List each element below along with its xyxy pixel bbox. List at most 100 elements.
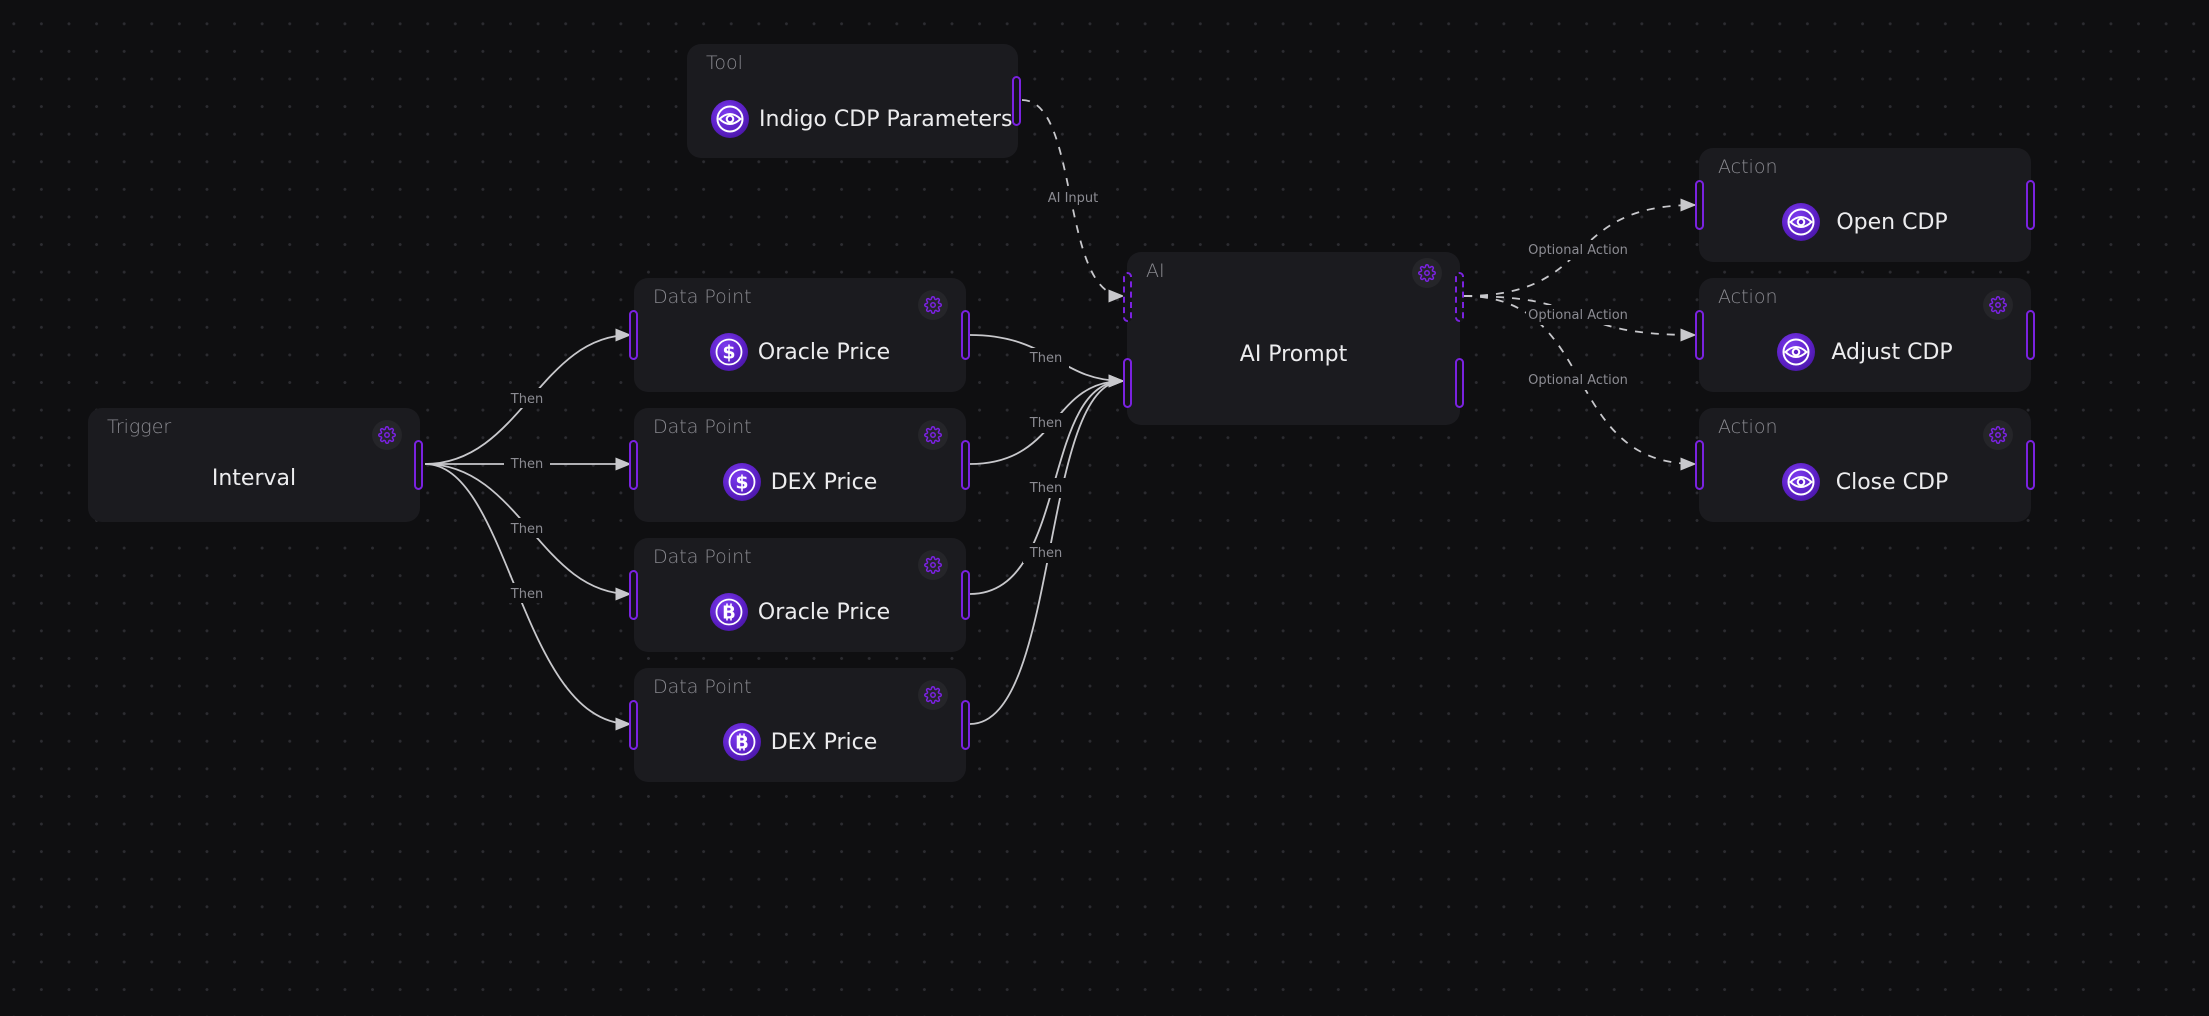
node-label: Oracle Price: [757, 599, 891, 625]
node-type-label: Tool: [706, 52, 743, 74]
output-handle[interactable]: [2026, 180, 2035, 230]
edge-dp3-ai[interactable]: [969, 374, 1125, 595]
edge-ai-action1[interactable]: [1463, 198, 1697, 297]
edge-label-then: Then: [510, 392, 543, 407]
gear-icon: [924, 556, 942, 574]
output-handle[interactable]: [961, 440, 970, 490]
node-type-label: Action: [1718, 286, 1778, 308]
tool-input-handle[interactable]: [1123, 272, 1132, 322]
edge-trigger-dp4[interactable]: [424, 463, 632, 731]
gear-icon: [378, 426, 396, 444]
output-handle[interactable]: [961, 310, 970, 360]
node-type-label: Action: [1718, 416, 1778, 438]
settings-button[interactable]: [918, 680, 948, 710]
ai-node[interactable]: AI AI Prompt: [1123, 252, 1464, 425]
edge-dp4-ai[interactable]: [969, 374, 1125, 725]
node-body: B DEX Price: [634, 723, 966, 761]
data-point-node[interactable]: Data Point B Oracle Price: [629, 538, 970, 652]
trigger-node[interactable]: Trigger Interval: [88, 408, 423, 522]
indigo-eye-icon: [1782, 203, 1821, 241]
node-body: Interval: [88, 466, 420, 491]
edge-trigger-dp1[interactable]: [424, 328, 632, 465]
node-label: Open CDP: [1836, 209, 1948, 235]
input-handle[interactable]: [1123, 358, 1132, 408]
svg-text:$: $: [722, 342, 735, 364]
settings-button[interactable]: [1983, 290, 2013, 320]
edge-label-optional-action: Optional Action: [1528, 243, 1628, 258]
node-type-label: Data Point: [653, 676, 752, 698]
gear-icon: [924, 296, 942, 314]
settings-button[interactable]: [1412, 258, 1442, 288]
edge-label-then: Then: [510, 457, 543, 472]
node-body: $ Oracle Price: [634, 333, 966, 371]
dollar-icon: $: [722, 463, 761, 501]
edge-label-then: Then: [510, 522, 543, 537]
edge-trigger-dp3[interactable]: [424, 463, 632, 601]
input-handle[interactable]: [629, 570, 638, 620]
input-handle[interactable]: [1695, 310, 1704, 360]
settings-button[interactable]: [918, 420, 948, 450]
output-handle[interactable]: [961, 570, 970, 620]
settings-button[interactable]: [1983, 420, 2013, 450]
action-node[interactable]: Action Adjust CDP: [1695, 278, 2035, 392]
edge-ai-action3[interactable]: [1463, 295, 1697, 471]
svg-text:$: $: [735, 472, 748, 494]
edge-label-then: Then: [510, 587, 543, 602]
input-handle[interactable]: [629, 700, 638, 750]
input-handle[interactable]: [1695, 440, 1704, 490]
gear-icon: [1989, 426, 2007, 444]
node-type-label: Data Point: [653, 416, 752, 438]
edge-tool-ai[interactable]: [1021, 99, 1125, 303]
node-body: $ DEX Price: [634, 463, 966, 501]
input-handle[interactable]: [629, 440, 638, 490]
output-handle[interactable]: [2026, 310, 2035, 360]
node-label: Adjust CDP: [1831, 339, 1953, 365]
data-point-node[interactable]: Data Point $ DEX Price: [629, 408, 970, 522]
svg-text:B: B: [735, 733, 749, 754]
node-label: Oracle Price: [757, 339, 891, 365]
edge-label-then: Then: [1029, 481, 1062, 496]
node-type-label: Trigger: [107, 416, 172, 438]
gear-icon: [1989, 296, 2007, 314]
settings-button[interactable]: [918, 290, 948, 320]
node-type-label: AI: [1146, 260, 1165, 282]
edge-label-then: Then: [1029, 351, 1062, 366]
node-body: Close CDP: [1699, 463, 2031, 501]
edge-dp2-ai[interactable]: [969, 374, 1125, 465]
node-type-label: Data Point: [653, 286, 752, 308]
tool-node[interactable]: Tool Indigo CDP Parameters: [687, 44, 1021, 158]
gear-icon: [924, 426, 942, 444]
action-node[interactable]: Action Close CDP: [1695, 408, 2035, 522]
node-body: Adjust CDP: [1699, 333, 2031, 371]
bitcoin-icon: B: [722, 723, 761, 761]
node-label: DEX Price: [770, 729, 878, 755]
output-handle[interactable]: [2026, 440, 2035, 490]
bitcoin-icon: B: [709, 593, 748, 631]
settings-button[interactable]: [918, 550, 948, 580]
edge-label-ai-input: AI Input: [1048, 191, 1099, 206]
input-handle[interactable]: [1695, 180, 1704, 230]
node-label: Close CDP: [1835, 469, 1949, 495]
indigo-eye-icon: [711, 100, 749, 138]
optional-action-output-handle[interactable]: [1455, 272, 1464, 322]
output-handle[interactable]: [1012, 76, 1021, 126]
dollar-icon: $: [709, 333, 748, 371]
node-type-label: Data Point: [653, 546, 752, 568]
edge-dp1-ai[interactable]: [969, 334, 1125, 388]
output-handle[interactable]: [414, 440, 423, 490]
gear-icon: [924, 686, 942, 704]
data-point-node[interactable]: Data Point $ Oracle Price: [629, 278, 970, 392]
output-handle[interactable]: [961, 700, 970, 750]
node-label: Indigo CDP Parameters: [759, 106, 1013, 132]
edge-ai-action2[interactable]: [1463, 295, 1697, 342]
data-point-node[interactable]: Data Point B DEX Price: [629, 668, 970, 782]
input-handle[interactable]: [629, 310, 638, 360]
node-body: Indigo CDP Parameters: [687, 100, 1018, 138]
action-node[interactable]: Action Open CDP: [1695, 148, 2035, 262]
edge-label-then: Then: [1029, 546, 1062, 561]
edge-label-optional-action: Optional Action: [1528, 308, 1628, 323]
output-handle[interactable]: [1455, 358, 1464, 408]
settings-button[interactable]: [372, 420, 402, 450]
node-type-label: Action: [1718, 156, 1778, 178]
node-label: Interval: [211, 466, 297, 491]
